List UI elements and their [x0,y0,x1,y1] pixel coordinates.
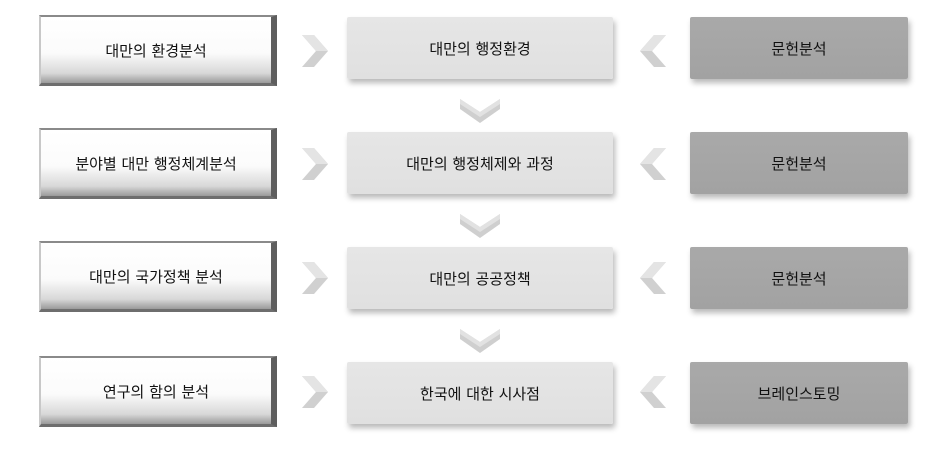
left-arrow-icon [640,262,668,294]
method-box: 브레인스토밍 [690,362,908,424]
subject-label: 대만의 행정환경 [429,39,531,58]
method-label: 문헌분석 [771,39,827,58]
subject-label: 대만의 공공정책 [429,269,531,288]
method-box: 문헌분석 [690,17,908,79]
left-arrow-icon [640,35,668,67]
method-box: 문헌분석 [690,132,908,194]
analysis-step-label: 연구의 함의 분석 [102,382,210,401]
method-label: 브레인스토밍 [757,384,841,403]
down-arrow-icon [460,212,500,238]
analysis-step-label: 대만의 환경분석 [105,41,207,60]
down-arrow-icon [460,97,500,123]
subject-box: 대만의 공공정책 [347,247,613,309]
right-arrow-icon [300,262,328,294]
analysis-step-label: 대만의 국가정책 분석 [89,267,223,286]
analysis-step-label: 분야별 대만 행정체계분석 [75,154,237,173]
method-label: 문헌분석 [771,154,827,173]
left-arrow-icon [640,376,668,408]
left-arrow-icon [640,148,668,180]
subject-box: 대만의 행정체제와 과정 [347,132,613,194]
subject-label: 한국에 대한 시사점 [420,384,540,403]
method-box: 문헌분석 [690,247,908,309]
subject-label: 대만의 행정체제와 과정 [406,154,554,173]
method-label: 문헌분석 [771,269,827,288]
right-arrow-icon [300,35,328,67]
subject-box: 한국에 대한 시사점 [347,362,613,424]
analysis-step-box: 연구의 함의 분석 [39,356,277,427]
subject-box: 대만의 행정환경 [347,17,613,79]
analysis-step-box: 분야별 대만 행정체계분석 [39,128,277,199]
right-arrow-icon [300,148,328,180]
analysis-step-box: 대만의 국가정책 분석 [39,241,277,312]
analysis-step-box: 대만의 환경분석 [39,15,277,86]
down-arrow-icon [460,327,500,353]
right-arrow-icon [300,376,328,408]
